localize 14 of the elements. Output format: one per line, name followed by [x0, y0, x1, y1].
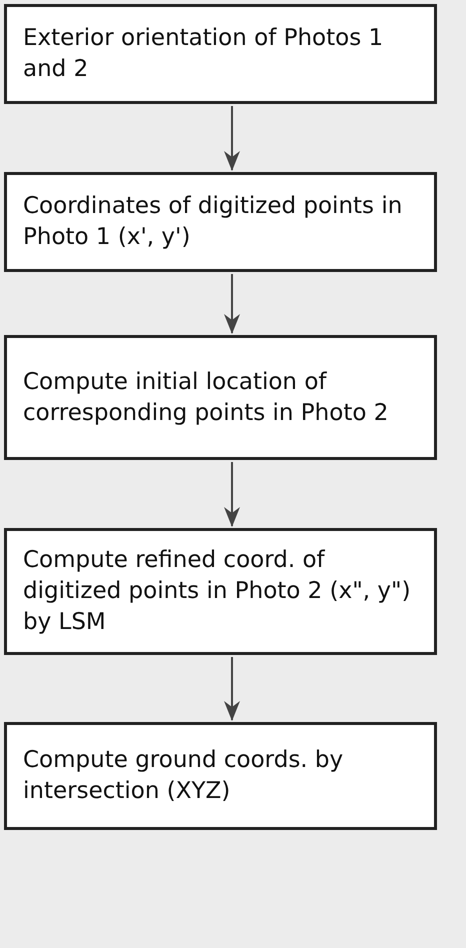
box-text: Compute ground coords. by intersection (XYZ) [23, 746, 344, 806]
box-text: Compute initial location of corresponding points in Photo 2 [23, 368, 390, 428]
box-text: Exterior orientation of Photos 1 and 2 [23, 24, 384, 84]
box-text: Compute refined coord. of digitized points in Photo 2 (x", y") by LSM [23, 546, 412, 637]
arrow [224, 462, 240, 527]
process-box [4, 4, 437, 104]
box-text: Coordinates of digitized points in Photo 1 (x', y') [23, 192, 404, 252]
process-box [4, 528, 437, 655]
arrow [224, 657, 240, 721]
process-box [4, 335, 437, 460]
process-box [4, 172, 437, 272]
arrow [224, 106, 240, 171]
process-box [4, 722, 437, 830]
arrow [224, 274, 240, 334]
